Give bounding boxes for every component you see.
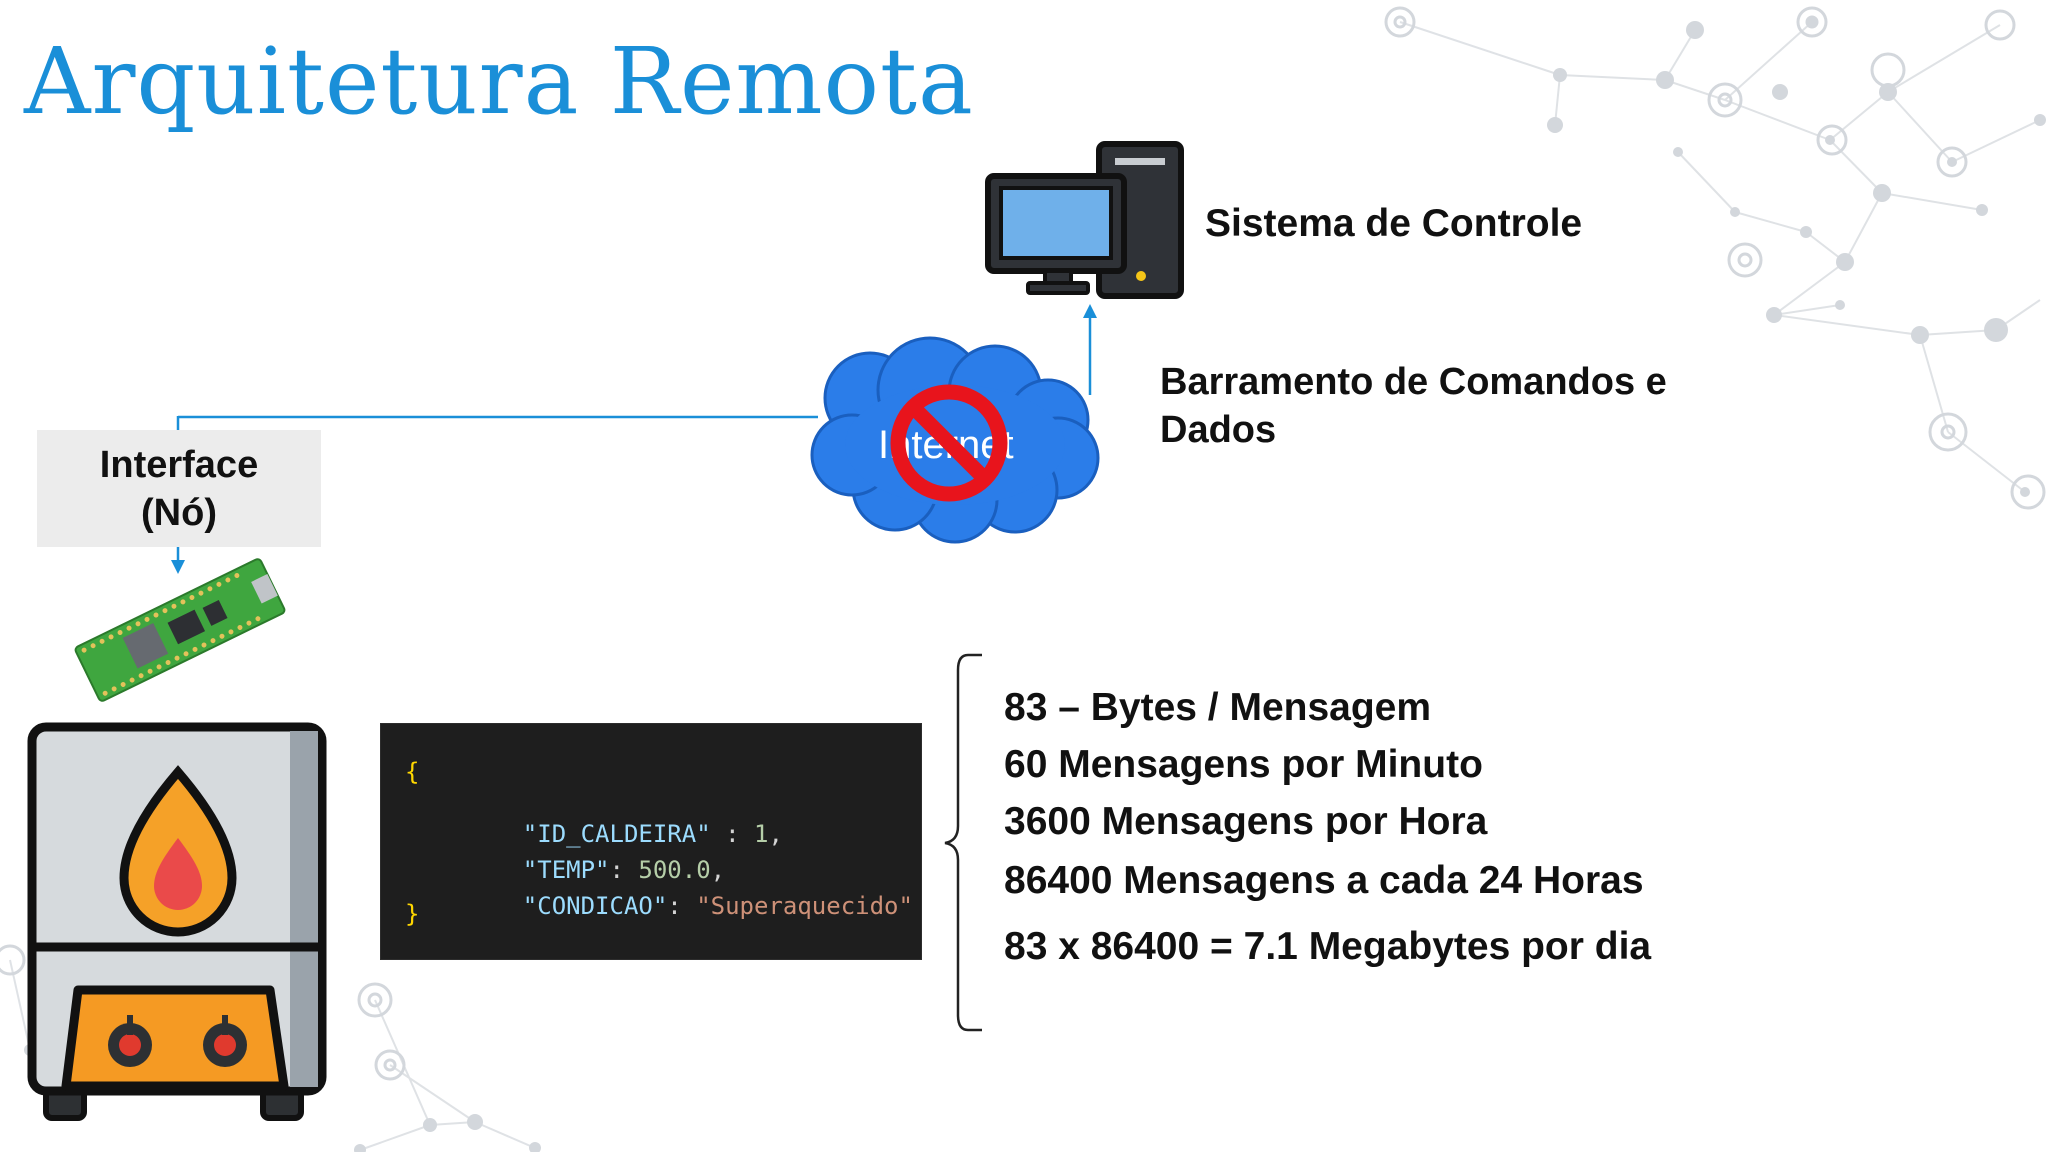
boiler-furnace-icon bbox=[27, 722, 327, 1121]
bracket-brace bbox=[944, 653, 982, 1032]
stat-line: 3600 Mensagens por Hora bbox=[1004, 800, 1488, 843]
control-system-label: Sistema de Controle bbox=[1205, 202, 1583, 245]
arrow-to-board bbox=[171, 560, 185, 574]
bus-label-line1: Barramento de Comandos e bbox=[1160, 361, 1667, 403]
interface-node-line2: (Nó) bbox=[141, 491, 217, 534]
code-open-brace: { bbox=[405, 758, 420, 786]
arrow-to-computer bbox=[1083, 304, 1097, 318]
microcontroller-board-icon bbox=[74, 558, 286, 702]
stat-line: 60 Mensagens por Minuto bbox=[1004, 743, 1483, 786]
bus-label: Barramento de Comandos e Dados bbox=[1160, 358, 1667, 454]
stat-line: 83 – Bytes / Mensagem bbox=[1004, 686, 1432, 729]
code-line: "ID_CALDEIRA" : 1, bbox=[522, 820, 783, 848]
code-line: "TEMP": 500.0, bbox=[522, 856, 726, 884]
network-ring-nodes bbox=[0, 6, 2046, 1081]
code-line: "CONDICAO": "Superaquecido" bbox=[522, 892, 913, 920]
json-code-panel: { "ID_CALDEIRA" : 1, "TEMP": 500.0, "CON… bbox=[380, 723, 922, 960]
stat-line: 86400 Mensagens a cada 24 Horas bbox=[1004, 859, 1644, 902]
page-title: Arquitetura Remota bbox=[24, 28, 974, 135]
stat-line: 83 x 86400 = 7.1 Megabytes por dia bbox=[1004, 925, 1652, 968]
desktop-computer-icon bbox=[985, 141, 1184, 299]
prohibited-icon bbox=[890, 384, 1008, 502]
code-close-brace: } bbox=[405, 900, 420, 928]
interface-node-line1: Interface bbox=[99, 443, 259, 486]
bus-label-line2: Dados bbox=[1160, 409, 1277, 451]
interface-node-box: Interface (Nó) bbox=[37, 430, 321, 547]
